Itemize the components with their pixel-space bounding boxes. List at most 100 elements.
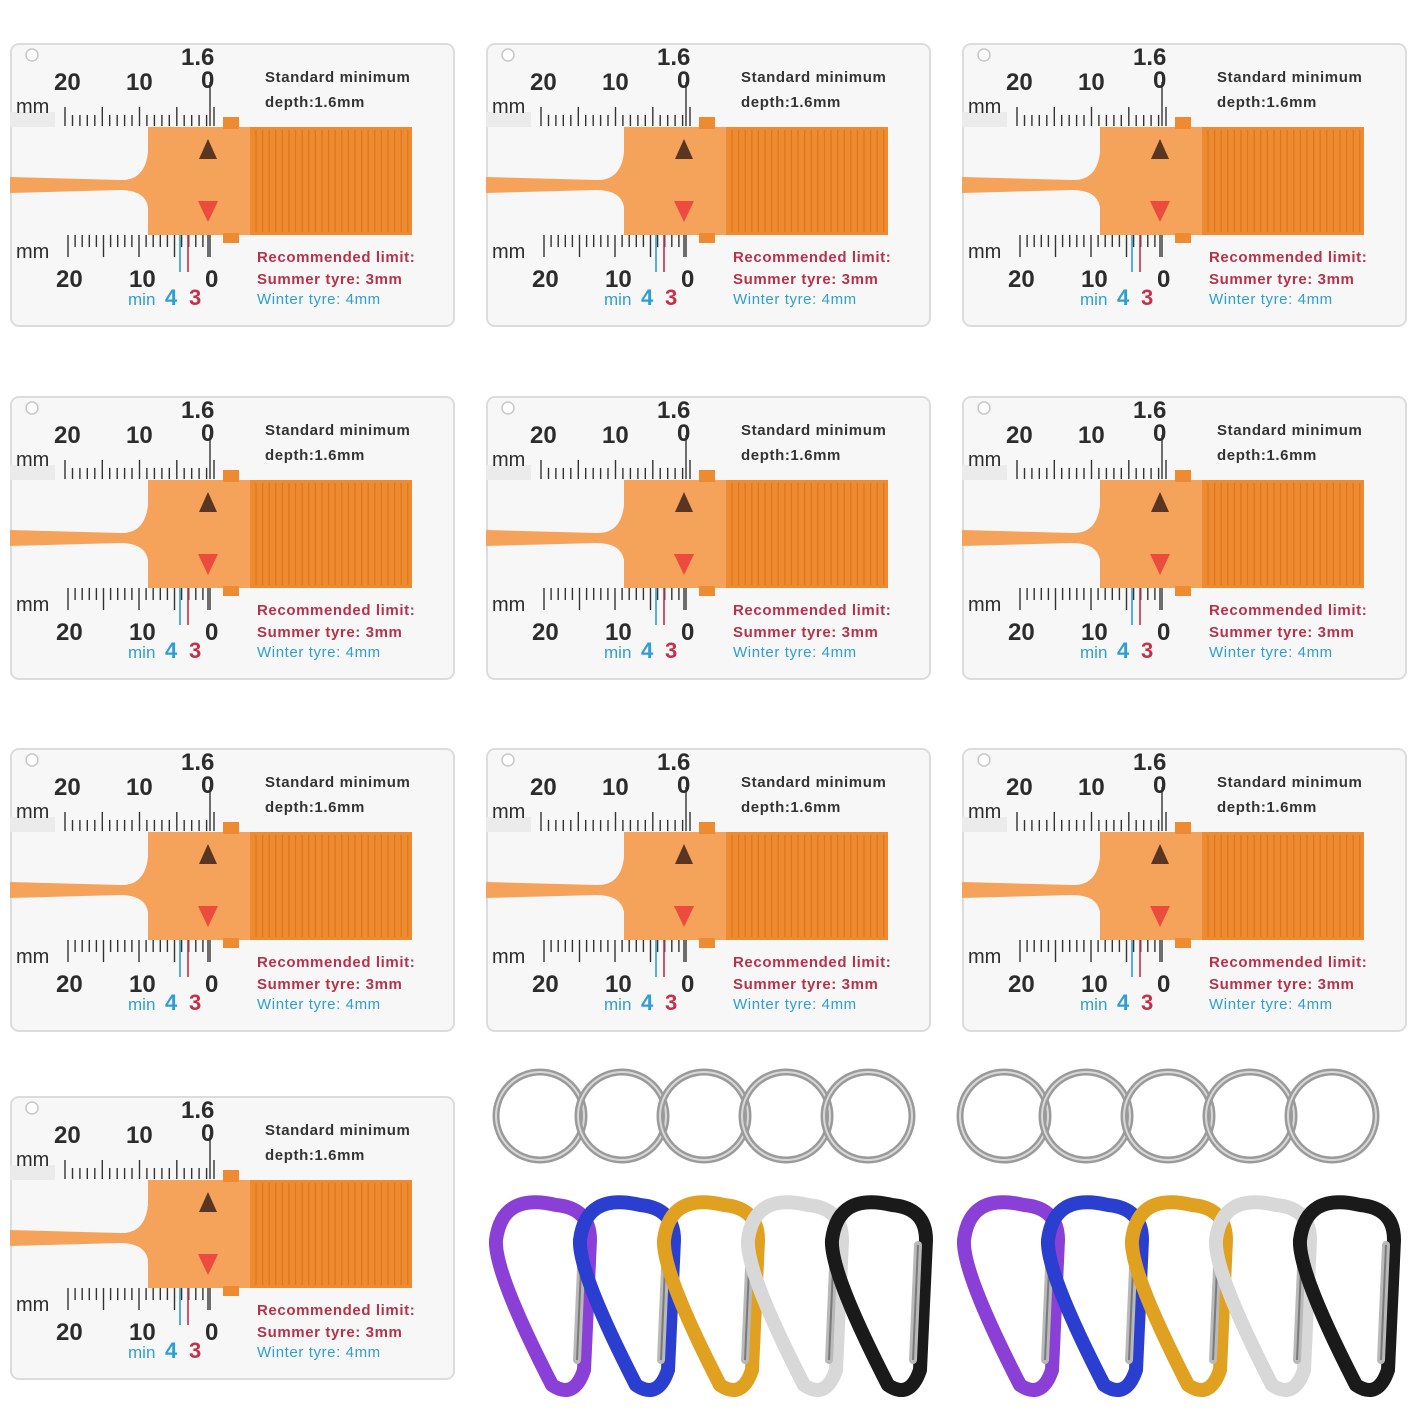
scale-number-0: 0 — [677, 67, 691, 94]
scale-number-20: 20 — [530, 774, 557, 801]
slider-stub-top — [1175, 117, 1191, 129]
scale-number-10: 10 — [126, 422, 153, 449]
top-slot — [486, 817, 531, 832]
standard-text-2: depth:1.6mm — [741, 94, 841, 111]
scale-number-10: 10 — [602, 774, 629, 801]
recommended-text: Recommended limit: — [733, 249, 892, 266]
limit-4: 4 — [165, 638, 178, 663]
key-ring-highlight — [959, 1071, 1049, 1161]
grip-ridges — [255, 483, 409, 585]
top-slot — [486, 465, 531, 480]
slider-probe — [10, 480, 250, 588]
scale-number-20-bottom: 20 — [532, 971, 559, 998]
limit-4: 4 — [641, 285, 654, 310]
arrow-down — [674, 554, 694, 575]
limit-3: 3 — [1141, 638, 1154, 663]
scale-number-1-6: 1.6 — [181, 1097, 215, 1124]
top-ruler-ticks — [540, 812, 691, 831]
slider-stub-bottom — [223, 233, 239, 243]
limit-3: 3 — [189, 285, 202, 310]
recommended-text: Recommended limit: — [257, 954, 416, 971]
unit-label-bottom: mm — [492, 946, 526, 968]
min-label: min — [128, 290, 156, 309]
unit-label-bottom: mm — [16, 946, 50, 968]
top-ruler-ticks — [64, 107, 215, 126]
slider-stub-top — [699, 117, 715, 129]
grip-ridges — [255, 1183, 409, 1285]
top-ruler-ticks — [64, 1160, 215, 1179]
arrow-up — [675, 844, 693, 864]
summer-text: Summer tyre: 3mm — [1209, 976, 1355, 993]
arrow-up — [199, 492, 217, 512]
min-label: min — [604, 290, 632, 309]
scale-number-20-bottom: 20 — [532, 619, 559, 646]
carabiner-body — [656, 1195, 765, 1397]
standard-text-2: depth:1.6mm — [1217, 447, 1317, 464]
slider-stub-bottom — [1175, 586, 1191, 596]
arrow-up — [199, 139, 217, 159]
standard-text-1: Standard minimum — [265, 69, 411, 86]
scale-number-10: 10 — [1078, 69, 1105, 96]
scale-number-20: 20 — [1006, 69, 1033, 96]
key-ring-highlight — [577, 1071, 667, 1161]
scale-number-10-bottom: 10 — [129, 971, 156, 998]
scale-number-0-bottom: 0 — [1157, 971, 1171, 998]
standard-text-2: depth:1.6mm — [265, 799, 365, 816]
standard-text-1: Standard minimum — [741, 422, 887, 439]
scale-number-10: 10 — [126, 1122, 153, 1149]
slider-stub-bottom — [223, 938, 239, 948]
scale-number-10: 10 — [126, 69, 153, 96]
scale-number-10-bottom: 10 — [129, 266, 156, 293]
slider-stub-bottom — [223, 1286, 239, 1296]
winter-text: Winter tyre: 4mm — [257, 291, 381, 308]
standard-text-2: depth:1.6mm — [265, 447, 365, 464]
arrow-down — [1150, 554, 1170, 575]
grip-ridges — [255, 130, 409, 232]
scale-number-1-6: 1.6 — [1133, 749, 1167, 776]
top-slot — [962, 112, 1007, 127]
slider-stub-top — [699, 822, 715, 834]
grip-ridges — [1207, 835, 1361, 937]
standard-text-1: Standard minimum — [265, 422, 411, 439]
scale-number-10: 10 — [1078, 422, 1105, 449]
scale-number-20: 20 — [1006, 774, 1033, 801]
summer-text: Summer tyre: 3mm — [257, 271, 403, 288]
limit-3: 3 — [189, 990, 202, 1015]
scale-number-1-6: 1.6 — [181, 397, 215, 424]
hang-hole — [25, 401, 39, 415]
top-slot — [962, 817, 1007, 832]
scale-number-20: 20 — [54, 422, 81, 449]
top-slot — [486, 112, 531, 127]
limit-4: 4 — [165, 990, 178, 1015]
summer-text: Summer tyre: 3mm — [733, 976, 879, 993]
scale-number-0-bottom: 0 — [205, 619, 219, 646]
scale-number-1-6: 1.6 — [1133, 44, 1167, 71]
top-slot — [10, 112, 55, 127]
arrow-down — [198, 906, 218, 927]
scale-number-0: 0 — [677, 772, 691, 799]
slider-probe — [10, 127, 250, 235]
limit-3: 3 — [665, 990, 678, 1015]
carabiner-body — [1124, 1195, 1233, 1397]
arrow-down — [1150, 906, 1170, 927]
key-ring-highlight — [1205, 1071, 1295, 1161]
scale-number-0-bottom: 0 — [205, 1319, 219, 1346]
arrow-down — [198, 554, 218, 575]
limit-4: 4 — [165, 285, 178, 310]
scale-number-1-6: 1.6 — [181, 749, 215, 776]
slider-grip — [726, 832, 888, 940]
bottom-ruler-ticks — [67, 588, 211, 610]
limit-4: 4 — [641, 990, 654, 1015]
unit-label-top: mm — [16, 801, 50, 823]
summer-text: Summer tyre: 3mm — [257, 624, 403, 641]
limit-4: 4 — [1117, 990, 1130, 1015]
top-ruler-ticks — [1016, 107, 1167, 126]
winter-text: Winter tyre: 4mm — [1209, 996, 1333, 1013]
scale-number-1-6: 1.6 — [181, 44, 215, 71]
standard-text-1: Standard minimum — [1217, 422, 1363, 439]
scale-number-10-bottom: 10 — [605, 971, 632, 998]
scale-number-1-6: 1.6 — [657, 44, 691, 71]
bottom-ruler-ticks — [1019, 588, 1163, 610]
